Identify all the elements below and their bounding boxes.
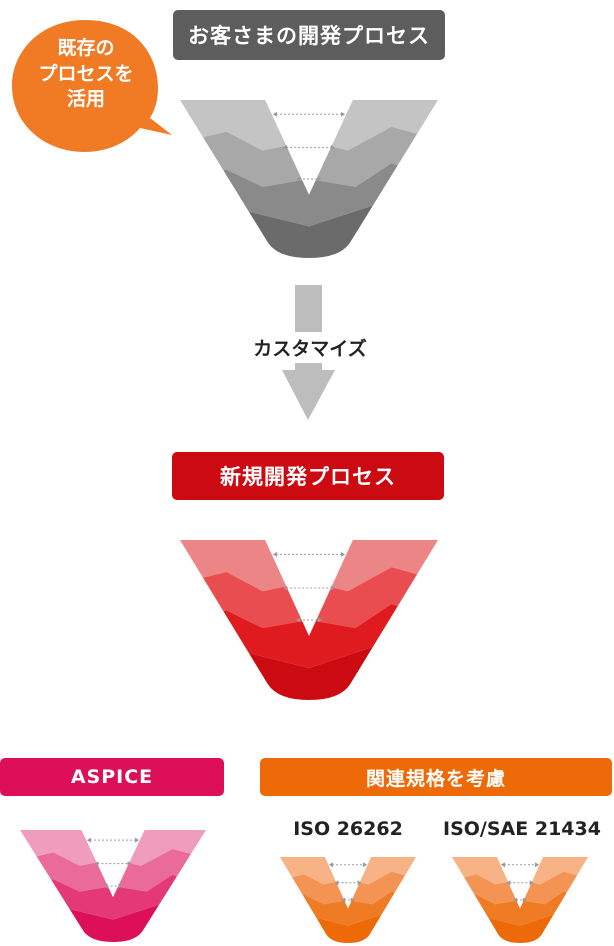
new-process-title: 新規開発プロセス — [220, 465, 396, 489]
aspice-v-arrowhead — [127, 861, 132, 867]
new-process-label: 新規開発プロセス — [172, 452, 444, 500]
aspice-v-arrowhead — [94, 861, 99, 867]
customer-process-label: お客さまの開発プロセス — [173, 10, 445, 60]
bubble-text: 既存の プロセスを 活用 — [12, 36, 160, 113]
customer-v-arrowhead — [341, 111, 346, 117]
aspice-v-arrowhead — [86, 837, 91, 843]
iso21434-v-arrowhead — [535, 862, 540, 868]
iso26262-v-layer-3 — [280, 891, 416, 926]
iso26262-v-arrowhead — [350, 897, 355, 903]
bubble-line: 活用 — [66, 88, 105, 111]
iso21434-v-arrowhead — [522, 897, 527, 903]
new-v-arrowhead — [330, 585, 335, 591]
iso-sae-21434-label: ISO/SAE 21434 — [443, 818, 601, 840]
iso-26262-label: ISO 26262 — [293, 818, 403, 840]
new-v-arrowhead — [317, 617, 322, 623]
standards-label: 関連規格を考慮 — [260, 758, 612, 796]
standards-title: 関連規格を考慮 — [365, 767, 506, 790]
customer-v-arrowhead — [296, 176, 301, 182]
iso26262-v-arrowhead — [334, 880, 339, 886]
new-v-arrowhead — [341, 551, 346, 557]
aspice-v-arrowhead — [135, 837, 140, 843]
iso26262-v-arrowhead — [357, 880, 362, 886]
new-v-arrowhead — [272, 551, 277, 557]
iso21434-v-arrowhead — [513, 897, 518, 903]
aspice-title: ASPICE — [70, 766, 154, 788]
customer-v-arrowhead — [272, 111, 277, 117]
customer-process-title: お客さまの開発プロセス — [188, 24, 430, 48]
customer-v-arrowhead — [317, 176, 322, 182]
iso26262-v-arrowhead — [363, 862, 368, 868]
iso21434-v-arrowhead — [506, 880, 511, 886]
iso21434-v-arrowhead — [500, 862, 505, 868]
aspice-label: ASPICE — [0, 758, 224, 796]
customer-v-arrowhead — [283, 144, 288, 150]
iso21434-v-layer-3 — [452, 891, 588, 926]
bubble-line: 既存の — [57, 37, 115, 59]
aspice-v-arrowhead — [103, 883, 108, 889]
new-v-arrowhead — [296, 617, 301, 623]
customize-label: カスタマイズ — [230, 332, 390, 363]
bubble-line: プロセスを — [38, 62, 134, 85]
iso26262-v-arrowhead — [328, 862, 333, 868]
iso26262-v-arrowhead — [341, 897, 346, 903]
customer-v-arrowhead — [330, 144, 335, 150]
new-v-arrowhead — [283, 585, 288, 591]
iso21434-v-arrowhead — [529, 880, 534, 886]
aspice-v-arrowhead — [118, 883, 123, 889]
